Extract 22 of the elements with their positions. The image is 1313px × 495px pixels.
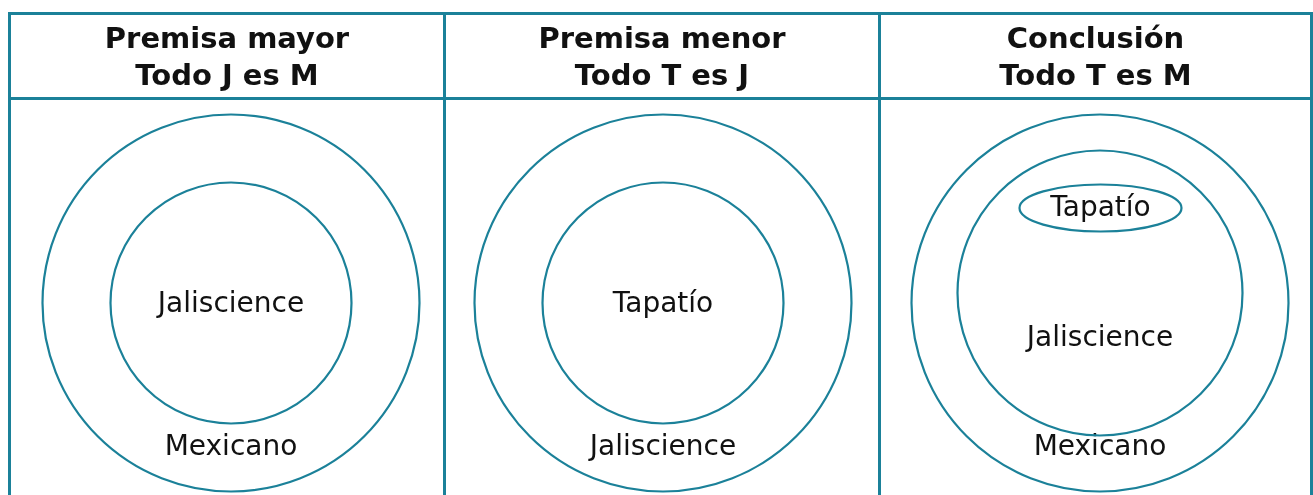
- premise-statement: Todo J es M: [134, 58, 320, 92]
- premise-statement: Todo T es J: [573, 58, 751, 92]
- set-ellipse: [1018, 183, 1183, 233]
- table-column: [878, 12, 1313, 495]
- set-circle: [109, 181, 353, 425]
- column-heading: Conclusión: [1005, 21, 1186, 55]
- set-circle: [41, 113, 421, 493]
- column-heading: Premisa menor: [537, 21, 787, 55]
- set-label: Jaliscience: [1024, 320, 1175, 354]
- set-label: Tapatío: [1049, 190, 1152, 224]
- set-label: Mexicano: [163, 429, 299, 463]
- table-column: [8, 12, 446, 495]
- set-label: Jaliscience: [587, 429, 738, 463]
- column-heading: Premisa mayor: [103, 21, 351, 55]
- set-circle: [473, 113, 853, 493]
- set-circle: [541, 181, 785, 425]
- set-label: Tapatío: [611, 286, 715, 320]
- set-label: Mexicano: [1032, 429, 1168, 463]
- table-column: [443, 12, 881, 495]
- set-label: Jaliscience: [155, 286, 306, 320]
- set-circle: [910, 113, 1290, 493]
- premise-statement: Todo T es M: [998, 58, 1193, 92]
